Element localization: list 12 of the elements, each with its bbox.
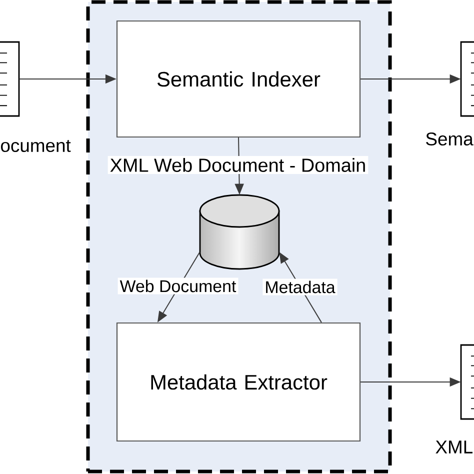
document-caption: ocument	[0, 140, 71, 152]
edge-label: XML Web Document - Domain	[108, 156, 368, 174]
document-icon	[0, 41, 20, 117]
edge-label: Metadata	[262, 278, 338, 296]
document-icon	[460, 344, 474, 420]
process-box: Semantic Indexer	[116, 20, 361, 138]
document-icon	[460, 41, 474, 117]
document-caption: XML	[436, 440, 472, 454]
edge-label: Web Document	[118, 278, 238, 294]
database-cylinder	[199, 194, 280, 270]
document-caption: Sema	[426, 132, 474, 146]
process-box: Metadata Extractor	[116, 322, 361, 442]
